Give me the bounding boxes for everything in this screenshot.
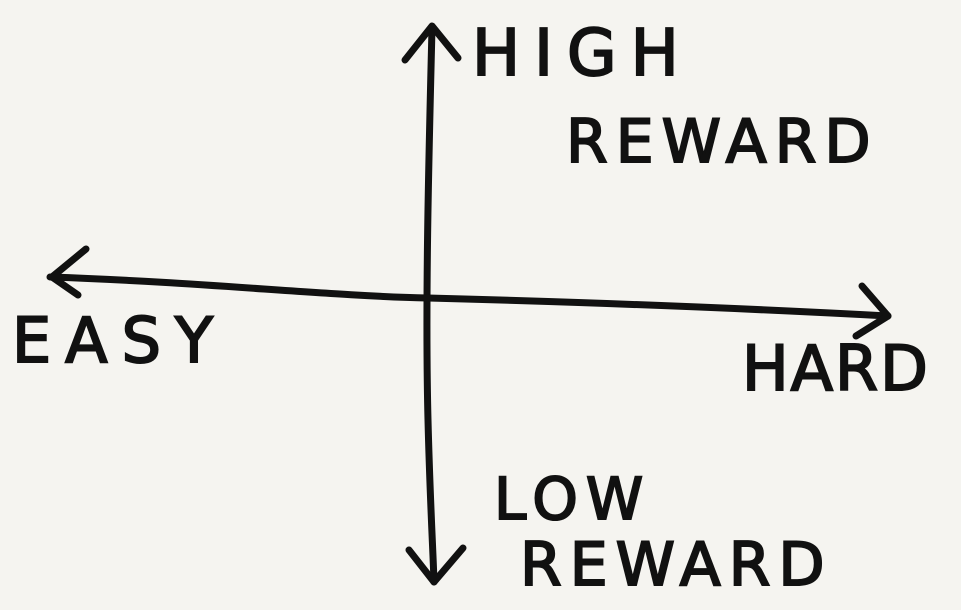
up-arrowhead: [401, 22, 462, 64]
horizontal-axis: [46, 273, 892, 320]
hard-label: HARD: [741, 332, 930, 405]
down-arrowhead: [405, 544, 467, 586]
right-arrowhead: [852, 282, 892, 340]
high-label: HIGH: [471, 17, 693, 91]
low-label: LOW: [493, 465, 652, 533]
easy-label: EASY: [11, 304, 227, 377]
low-reward-label: REWARD: [519, 530, 833, 600]
left-arrowhead: [48, 245, 90, 299]
high-reward-label: REWARD: [565, 107, 879, 177]
vertical-axis: [423, 24, 438, 586]
